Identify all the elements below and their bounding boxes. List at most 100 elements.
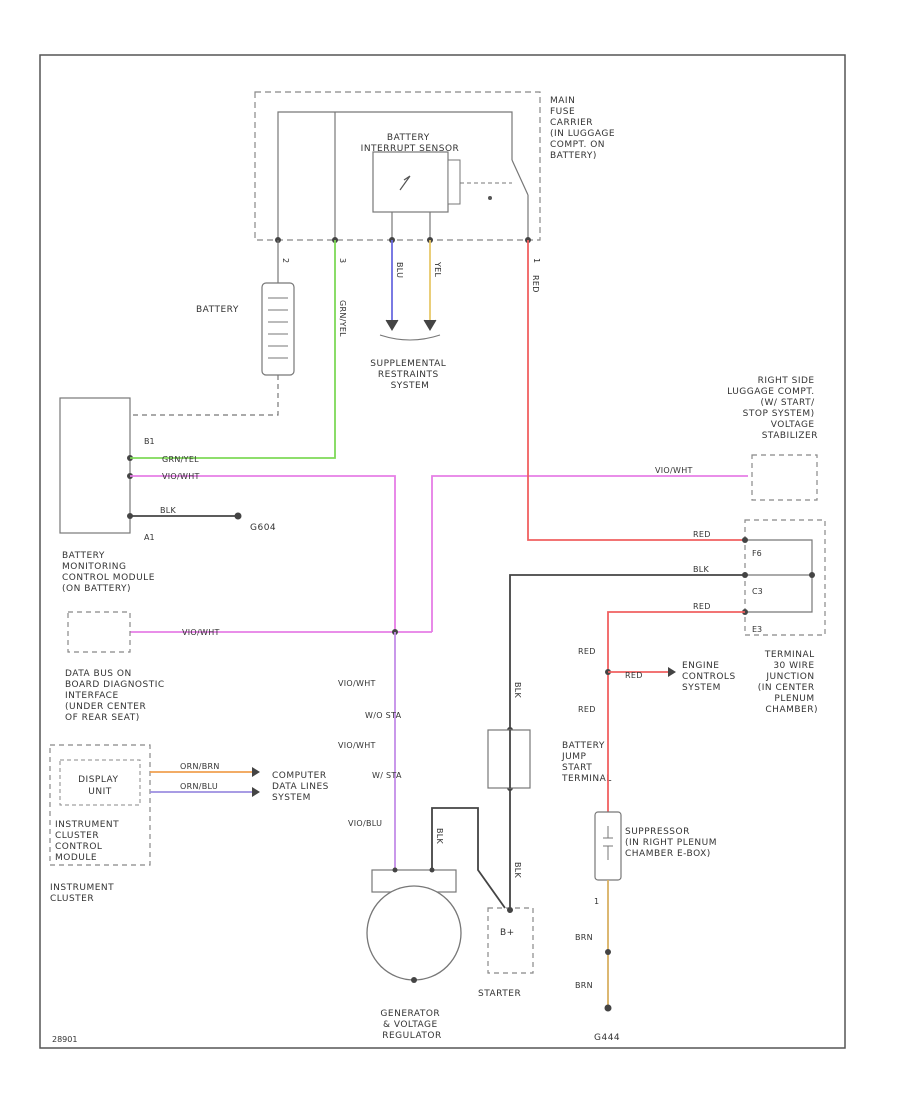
sensor-symbol — [399, 175, 411, 191]
voltage-stabilizer-label: RIGHT SIDE LUGGAGE COMPT. (W/ START/ STO… — [727, 376, 818, 441]
srs-connector-blu — [385, 319, 399, 331]
junction-pin-f6 — [742, 537, 748, 543]
wire-brn-label-1: BRN — [575, 933, 593, 942]
srs-bracket — [379, 334, 441, 341]
wire-blk-vert-label: BLK — [513, 682, 522, 699]
generator-pin-blk — [429, 867, 435, 873]
sensor-side-block — [447, 159, 461, 205]
fuse-carrier-internal-line — [277, 111, 513, 240]
sensor-dot — [488, 196, 492, 200]
g444-label: G444 — [594, 1033, 620, 1043]
starter-box — [487, 907, 534, 974]
wire-red-engine-label: RED — [625, 671, 643, 680]
wire-blk-generator-starter — [431, 807, 506, 909]
wire-red-main-label: RED — [693, 530, 711, 539]
wire-blu-label: BLU — [395, 262, 404, 278]
battery-interrupt-label: BATTERY INTERRUPT SENSOR — [361, 133, 460, 154]
computer-data-connector-1 — [252, 767, 260, 777]
icm-label: INSTRUMENT CLUSTER CONTROL MODULE — [55, 820, 123, 863]
wire-red-main — [527, 240, 745, 541]
battery-jump-start-terminal — [487, 729, 531, 789]
main-fuse-carrier-label: MAIN FUSE CARRIER (IN LUGGAGE COMPT. ON … — [550, 96, 618, 161]
main-fuse-carrier-box — [254, 91, 541, 241]
wire-vio-wht-bmcm-label: VIO/WHT — [162, 472, 200, 481]
wire-grn-yel-label: GRN/YEL — [162, 455, 199, 464]
fuse-switch — [511, 159, 529, 240]
wire-vio-wht-bmcm — [130, 475, 396, 632]
battery-interrupt-sensor — [372, 151, 449, 213]
wire-orn-brn-label: ORN/BRN — [180, 762, 220, 771]
engine-controls-label: ENGINE CONTROLS SYSTEM — [682, 661, 739, 693]
wire-vio-blu-label: VIO/BLU — [348, 819, 382, 828]
terminal-30-label: TERMINAL 30 WIRE JUNCTION (IN CENTER PLE… — [758, 650, 818, 715]
wire-red-suppressor — [607, 611, 745, 812]
g604-ground — [234, 512, 242, 520]
splice-brn — [605, 949, 611, 955]
generator-pin-violet — [392, 867, 398, 873]
wire-orn-blu-label: ORN/BLU — [180, 782, 218, 791]
srs-label: SUPPLEMENTAL RESTRAINTS SYSTEM — [370, 359, 449, 391]
wire-vio-wht-obd-label: VIO/WHT — [182, 628, 220, 637]
bmcm-label: BATTERY MONITORING CONTROL MODULE (ON BA… — [62, 551, 158, 594]
wire-blk-label: BLK — [160, 506, 177, 515]
wire-vio-wht-stabilizer — [431, 475, 748, 632]
battery-cells — [268, 297, 288, 359]
instrument-cluster-box — [49, 744, 151, 866]
generator-ground — [411, 977, 417, 983]
computer-data-connector-2 — [252, 787, 260, 797]
wire-red-label-upper: RED — [578, 647, 596, 656]
starter-b-plus: B+ — [500, 928, 515, 938]
pin-c3-label: C3 — [752, 587, 763, 596]
generator-body — [366, 885, 462, 981]
data-bus-label: DATA BUS ON BOARD DIAGNOSTIC INTERFACE (… — [65, 669, 168, 723]
wire-brn-label-2: BRN — [575, 981, 593, 990]
wire-blk-jump-start — [509, 574, 745, 910]
wire-blk-jump-label: BLK — [693, 565, 710, 574]
wire-violet-label-1: VIO/WHT — [338, 679, 376, 688]
computer-data-label: COMPUTER DATA LINES SYSTEM — [272, 771, 332, 803]
wire-with-ecu-label: W/O STA — [365, 711, 402, 720]
pin-e3-label: E3 — [752, 625, 762, 634]
battery-label: BATTERY — [196, 305, 239, 315]
wire-blk-vert-label-2: BLK — [513, 862, 522, 879]
jump-start-label: BATTERY JUMP START TERMINAL — [561, 741, 612, 784]
generator-label: GENERATOR & VOLTAGE REGULATOR — [380, 1009, 443, 1041]
wire-red-label-lower: RED — [578, 705, 596, 714]
wire-blk-gen-label: BLK — [435, 828, 444, 845]
starter-label: STARTER — [478, 989, 521, 999]
starter-terminal — [507, 907, 513, 913]
pin-2-label: 2 — [281, 258, 290, 263]
suppressor-label: SUPPRESSOR (IN RIGHT PLENUM CHAMBER E-BO… — [625, 827, 720, 859]
junction-splice — [809, 572, 815, 578]
suppressor-symbol — [603, 826, 613, 860]
wire-vio-wht-stabilizer-label: VIO/WHT — [655, 466, 693, 475]
wire-yel-label: YEL — [433, 261, 442, 278]
wire-red-main-vertical-label: RED — [531, 275, 540, 293]
display-unit-label: DISPLAY UNIT — [78, 775, 122, 797]
voltage-stabilizer-box — [751, 454, 818, 501]
pin-1-label: 1 — [532, 258, 541, 263]
pin-a1-label: A1 — [144, 533, 155, 542]
wire-red-e3-label: RED — [693, 602, 711, 611]
g604-label: G604 — [250, 523, 276, 533]
battery-symbol — [261, 282, 295, 376]
pin-f6-label: F6 — [752, 549, 762, 558]
battery-to-bmcm-dashed — [130, 375, 279, 416]
suppressor-pin-1: 1 — [594, 897, 599, 906]
battery-monitoring-module — [59, 397, 131, 534]
pin-3-label: 3 — [338, 258, 347, 263]
pin-b1-label: B1 — [144, 437, 155, 446]
wire-grn-yel — [130, 240, 336, 459]
diagram-border — [39, 54, 846, 1049]
srs-connector-yel — [423, 319, 437, 331]
terminal-30-junction — [744, 519, 826, 636]
display-unit-box — [59, 759, 141, 806]
wire-with-sta-label: W/ STA — [372, 771, 402, 780]
wire-violet-label-2: VIO/WHT — [338, 741, 376, 750]
g444-ground — [604, 1004, 612, 1012]
instrument-cluster-label: INSTRUMENT CLUSTER — [50, 883, 118, 904]
wire-grn-yel-vertical-label: GRN/YEL — [338, 300, 347, 337]
obd-connector-box — [67, 611, 131, 653]
diagram-reference: 28901 — [52, 1035, 77, 1044]
